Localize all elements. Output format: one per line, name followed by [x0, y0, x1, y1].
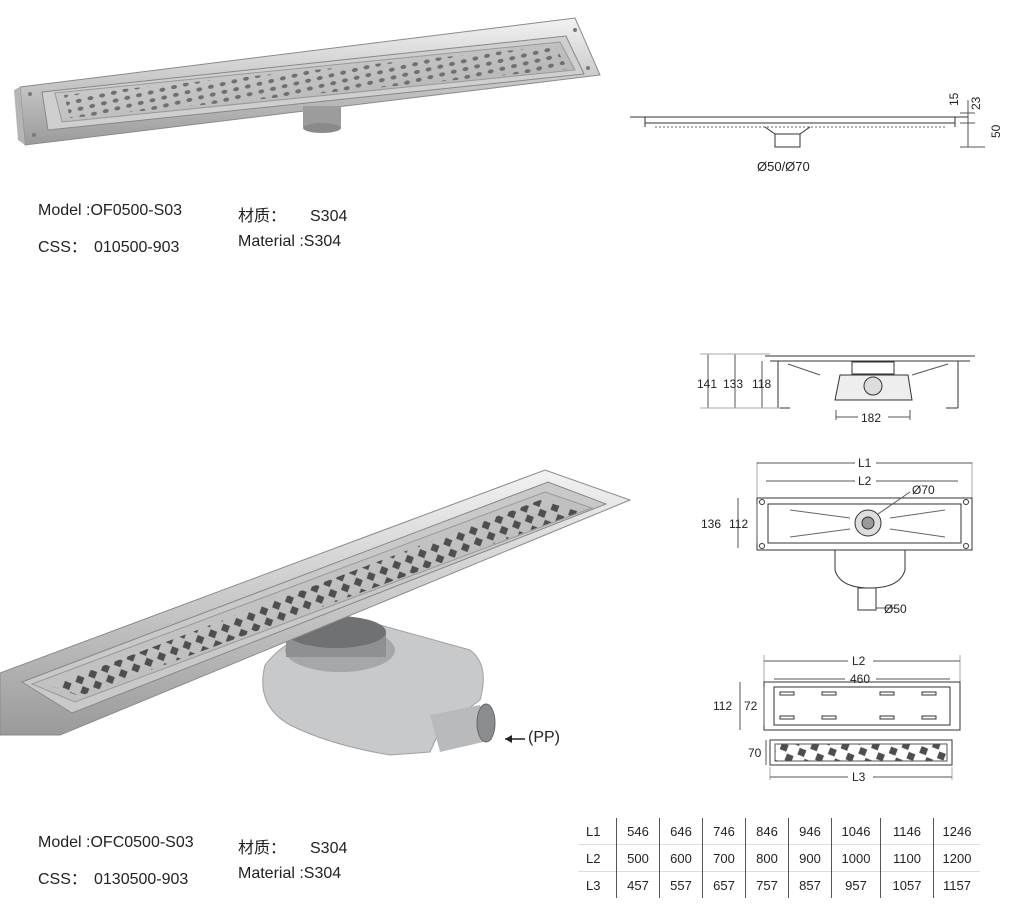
table-cell: 1100 — [880, 844, 934, 872]
table-cell: 846 — [745, 818, 789, 845]
dim-133: 133 — [723, 377, 743, 391]
dim-l1: L1 — [858, 456, 872, 470]
material-cn-label: 材质： — [238, 208, 287, 225]
table-cell: 600 — [659, 844, 703, 872]
css-value: 0130500-903 — [94, 871, 189, 888]
row-label: L2 — [578, 844, 617, 872]
dim-o70: Ø70 — [912, 483, 935, 497]
product1-css-row: CSS： 010500-903 — [38, 233, 179, 257]
table-cell: 946 — [788, 818, 832, 845]
table-cell: 857 — [788, 871, 832, 898]
dim-o50: Ø50 — [884, 602, 907, 616]
material-value: S304 — [303, 233, 342, 250]
grate-dim-l3: L3 — [852, 770, 866, 784]
table-cell: 1157 — [933, 871, 980, 898]
grate-dim-70: 70 — [748, 746, 762, 760]
grate-dim-l2: L2 — [852, 654, 866, 668]
product1-model-row: Model : OF0500-S03 — [38, 202, 182, 220]
dimension-table: L1 546 646 746 846 946 1046 1146 1246 L2… — [578, 818, 980, 898]
dim-118: 118 — [752, 377, 771, 391]
material-label: Material : — [238, 233, 304, 250]
table-cell: 646 — [659, 818, 703, 845]
material-cn-label: 材质： — [238, 840, 287, 857]
product1-material-cn-row: 材质： S304 — [238, 202, 347, 226]
table-row: L3 457 557 657 757 857 957 1057 1157 — [578, 871, 980, 898]
grate-dim-72: 72 — [744, 699, 758, 713]
model-label: Model : — [38, 834, 91, 851]
table-cell: 657 — [702, 871, 746, 898]
grate-dim-460: 460 — [850, 672, 870, 686]
product1-material-row: Material : S304 — [238, 233, 341, 251]
product2-material-row: Material : S304 — [238, 865, 341, 883]
table-cell: 546 — [616, 818, 660, 845]
css-label: CSS： — [38, 239, 87, 256]
table-cell: 700 — [702, 844, 746, 872]
dim-112-top: 112 — [729, 517, 748, 531]
table-cell: 557 — [659, 871, 703, 898]
table-cell: 957 — [831, 871, 881, 898]
product2-css-row: CSS： 0130500-903 — [38, 865, 188, 889]
table-cell: 900 — [788, 844, 832, 872]
dim-141: 141 — [697, 377, 717, 391]
dim-23: 23 — [969, 96, 983, 110]
css-value: 010500-903 — [94, 239, 180, 256]
row-label: L1 — [586, 823, 601, 839]
dim-136: 136 — [701, 517, 721, 531]
table-cell: 800 — [745, 844, 789, 872]
product2-material-cn-row: 材质： S304 — [238, 834, 347, 858]
model-value: OFC0500-S03 — [90, 834, 194, 851]
table-cell: 1057 — [880, 871, 934, 898]
pp-material-label: (PP) — [528, 729, 560, 746]
row-label: L3 — [578, 871, 617, 898]
material-cn-value: S304 — [310, 840, 348, 857]
table-cell: 1200 — [933, 844, 980, 872]
table-cell: 1046 — [831, 818, 881, 845]
model-value: OF0500-S03 — [90, 202, 183, 219]
dim-182: 182 — [861, 411, 881, 425]
table-cell: 1000 — [831, 844, 881, 872]
dim-l2: L2 — [858, 474, 872, 488]
table-cell: 500 — [616, 844, 660, 872]
outlet-diameter-label: Ø50/Ø70 — [757, 159, 810, 174]
table-cell: 746 — [702, 818, 746, 845]
dim-15: 15 — [947, 92, 961, 106]
grate-dim-112: 112 — [713, 699, 732, 713]
table-cell: 1246 — [933, 818, 980, 845]
product2-model-row: Model : OFC0500-S03 — [38, 834, 194, 852]
css-label: CSS： — [38, 871, 87, 888]
table-cell: 1146 — [880, 818, 934, 845]
table-row: L1 546 646 746 846 946 1046 1146 1246 — [578, 818, 980, 845]
table-cell: 457 — [616, 871, 660, 898]
material-value: S304 — [303, 865, 342, 882]
table-row: L2 500 600 700 800 900 1000 1100 1200 — [578, 844, 980, 872]
model-label: Model : — [38, 202, 91, 219]
dim-50: 50 — [989, 124, 1003, 138]
material-label: Material : — [238, 865, 304, 882]
material-cn-value: S304 — [310, 208, 348, 225]
table-cell: 757 — [745, 871, 789, 898]
